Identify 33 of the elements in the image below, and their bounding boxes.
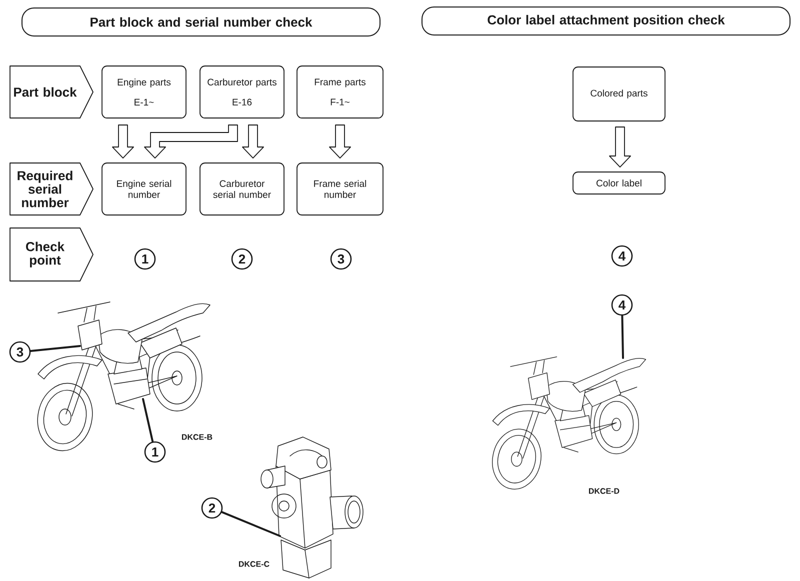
process-box: Color label <box>572 172 666 194</box>
callout-number: 2 <box>201 497 223 519</box>
leader-line <box>220 511 281 537</box>
callout-number: 4 <box>611 294 633 316</box>
title-banner: Part block and serial number check <box>22 8 380 36</box>
callout-number: 3 <box>330 248 352 270</box>
leader-line <box>142 398 154 443</box>
figure-code: DKCE-D <box>588 488 620 494</box>
arrow <box>329 124 351 158</box>
callout-number: 2 <box>231 248 253 270</box>
figure-code: DKCE-B <box>182 434 212 440</box>
callout-number: 1 <box>134 248 156 270</box>
title-banner: Color label attachment position check <box>422 6 790 36</box>
motorcycle-illustration <box>492 356 646 490</box>
process-box: Engine parts E-1~ <box>102 66 186 118</box>
figure-code: DKCE-C <box>238 561 270 567</box>
row-header-tab: Part block <box>10 66 94 118</box>
process-box: Frame parts F-1~ <box>296 66 384 118</box>
process-box: Frame serial number <box>296 162 384 216</box>
process-box: Colored parts <box>572 66 666 122</box>
arrow <box>242 124 264 158</box>
row-header-tab: Required serial number <box>10 162 94 216</box>
callout-number: 4 <box>611 245 633 267</box>
row-header-tab: Check point <box>10 228 94 282</box>
process-box: Carburetor parts E-16 <box>200 66 284 118</box>
callout-number: 1 <box>144 441 166 463</box>
leader-line <box>30 345 81 352</box>
arrow <box>144 124 238 158</box>
leader-line <box>621 314 624 359</box>
process-box: Carburetor serial number <box>200 162 284 216</box>
callout-number: 3 <box>9 341 31 363</box>
arrow <box>609 126 631 168</box>
process-box: Engine serial number <box>102 162 186 216</box>
